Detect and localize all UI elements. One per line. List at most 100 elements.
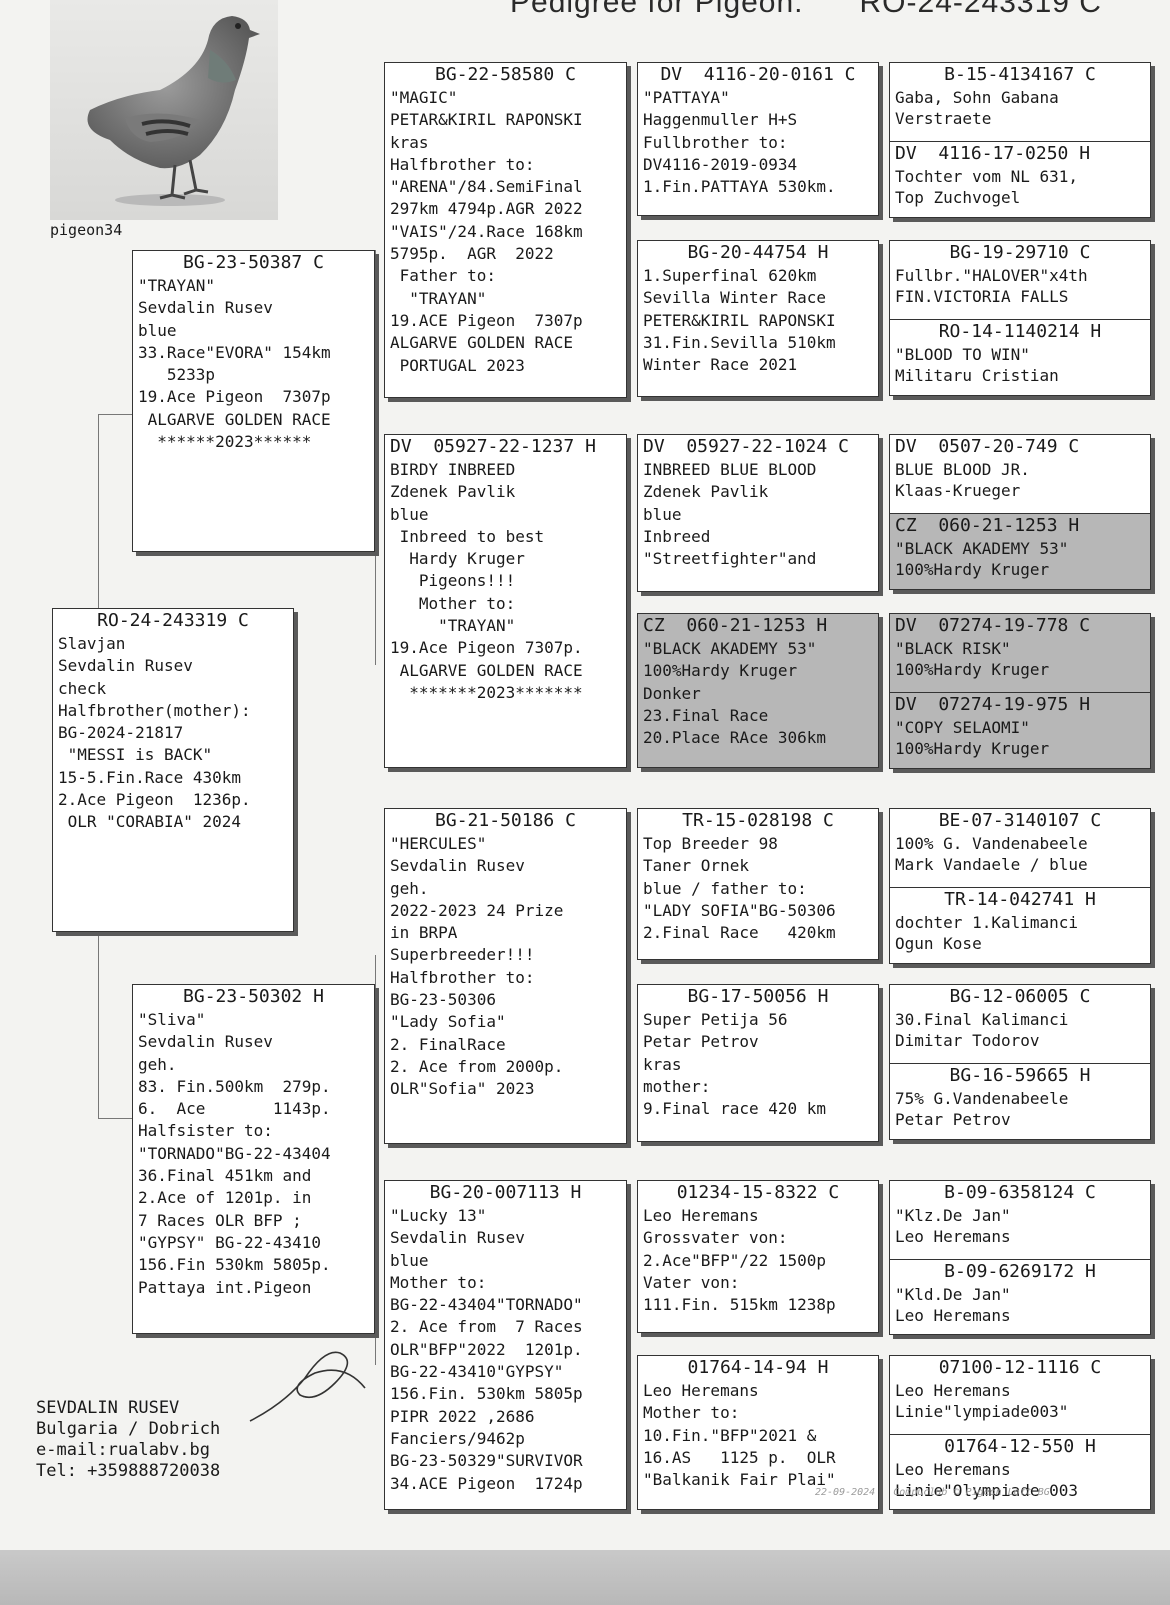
card-line: 100%Hardy Kruger <box>895 560 1050 579</box>
ring-number: BE-07-3140107 C <box>938 810 1102 831</box>
page-title: Pedigree for Pigeon:RO-24-243319 C <box>510 0 1158 20</box>
card-line: 297km 4794p.AGR 2022 <box>390 199 583 219</box>
card-line: 2.Ace Pigeon 1236p. <box>58 790 251 810</box>
ring-number: BG-20-007113 H <box>429 1182 582 1203</box>
card-line: Inbreed <box>643 526 711 546</box>
card-line: Linie"lympiade003" <box>895 1402 1069 1421</box>
ring-number: DV 0507-20-749 C <box>895 436 1080 457</box>
card-line: Tochter vom NL 631, <box>895 167 1079 186</box>
card-line: Inbreed to best <box>390 526 545 546</box>
card-line: Slavjan <box>58 634 126 653</box>
card-line: "BLACK RISK" <box>895 639 1011 658</box>
card-line: Top Breeder 98 <box>643 834 778 853</box>
card-line: Sevdalin Rusev <box>390 856 525 876</box>
card-line: BG-23-50329"SURVIVOR <box>390 1451 583 1471</box>
card-line: 100%Hardy Kruger <box>895 660 1050 679</box>
ring-number: TR-15-028198 C <box>682 810 834 831</box>
card-line: 5233p <box>138 365 216 385</box>
ring-number: BG-22-58580 C <box>435 64 576 85</box>
card-line: 19.ACE Pigeon 7307p <box>390 310 583 330</box>
card-line: BG-23-50306 <box>390 990 496 1010</box>
card-line: Grossvater von: <box>643 1228 788 1248</box>
card-line: Leo Heremans <box>643 1206 759 1225</box>
card-line: Gaba, Sohn Gabana <box>895 88 1059 107</box>
breeder-email: e-mail:rualabv.bg <box>36 1440 210 1460</box>
card-line: Super Petija 56 <box>643 1010 788 1029</box>
card-line: "TRAYAN" <box>390 288 487 308</box>
card-line: Sevdalin Rusev <box>138 298 273 318</box>
card-line: dochter 1.Kalimanci <box>895 913 1079 932</box>
card-line: Klaas-Krueger <box>895 481 1021 500</box>
card-line: BIRDY INBREED <box>390 460 516 479</box>
card-line: kras <box>390 132 429 152</box>
card-line: Fullbrother to: <box>643 132 788 152</box>
card-line: "MESSI is BACK" <box>58 745 213 765</box>
card-line: blue <box>390 504 429 524</box>
card-line: Ogun Kose <box>895 934 982 953</box>
title-prefix: Pedigree for Pigeon: <box>510 0 804 19</box>
card-line: blue / father to: <box>643 878 807 898</box>
card-line: Pattaya int.Pigeon <box>138 1277 312 1297</box>
card-line: ******2023****** <box>138 432 312 452</box>
card-line: DV4116-2019-0934 <box>643 154 798 174</box>
card-line: "LADY SOFIA"BG-50306 <box>643 900 836 920</box>
card-line: "TORNADO"BG-22-43404 <box>138 1143 331 1163</box>
card-line: 100%Hardy Kruger <box>643 661 798 681</box>
card-line: 2022-2023 24 Prize <box>390 900 564 920</box>
card-line: Fullbr."HALOVER"x4th <box>895 266 1088 285</box>
connector <box>375 955 376 1365</box>
card-line: ALGARVE GOLDEN RACE <box>390 333 574 353</box>
card-line: PORTUGAL 2023 <box>390 355 525 375</box>
card-line: 2.Final Race 420km <box>643 923 836 943</box>
card-line: Donker <box>643 683 701 703</box>
card-line: Halfbrother to: <box>390 967 535 987</box>
card-line: INBREED BLUE BLOOD <box>643 460 817 479</box>
card-line: Superbreeder!!! <box>390 945 535 965</box>
card-line: 2. Ace from 7 Races <box>390 1317 583 1337</box>
card-line: "Sliva" <box>138 1010 206 1029</box>
card-line: Zdenek Pavlik <box>390 482 516 502</box>
card-line: kras <box>643 1054 682 1074</box>
card-line: 2. Ace from 2000p. <box>390 1056 564 1076</box>
card-line: "VAIS"/24.Race 168km <box>390 221 583 241</box>
card-line: blue <box>643 504 682 524</box>
card-line: OLR"Sofia" 2023 <box>390 1079 535 1099</box>
card-line: blue <box>138 320 177 340</box>
card-line: BG-22-43410"GYPSY" <box>390 1362 564 1382</box>
card-line: 156.Fin. 530km 5805p <box>390 1384 583 1404</box>
card-line: 1.Fin.PATTAYA 530km. <box>643 177 836 197</box>
card-line: "ARENA"/84.SemiFinal <box>390 177 583 197</box>
card-line: 5795p. AGR 2022 <box>390 244 554 264</box>
card-line: mother: <box>643 1076 711 1096</box>
card-line: 20.Place RAce 306km <box>643 728 827 748</box>
print-footer: 22-09-2024 Compuclub © Pigeon Loft BG <box>815 1487 1050 1498</box>
ring-number: RO-14-1140214 H <box>938 321 1102 342</box>
ring-number: B-09-6269172 H <box>944 1261 1096 1282</box>
card-line: Leo Heremans <box>895 1227 1011 1246</box>
card-line: Vater von: <box>643 1272 740 1292</box>
ring-number: BG-21-50186 C <box>435 810 576 831</box>
card-line: Dimitar Todorov <box>895 1031 1040 1050</box>
card-line: Taner Ornek <box>643 856 749 876</box>
ring-number: CZ 060-21-1253 H <box>643 615 828 636</box>
ring-number: DV 05927-22-1024 C <box>643 436 849 457</box>
card-line: Halfsister to: <box>138 1121 273 1141</box>
card-line: Mother to: <box>643 1403 740 1423</box>
card-line: "BLACK AKADEMY 53" <box>895 539 1069 558</box>
gen4-pair-card: DV 07274-19-778 C"BLACK RISK"100%Hardy K… <box>889 613 1151 769</box>
card-line: "Lady Sofia" <box>390 1012 506 1032</box>
card-line: OLR"BFP"2022 1201p. <box>390 1339 583 1359</box>
card-line: 7 Races OLR BFP ; <box>138 1210 302 1230</box>
